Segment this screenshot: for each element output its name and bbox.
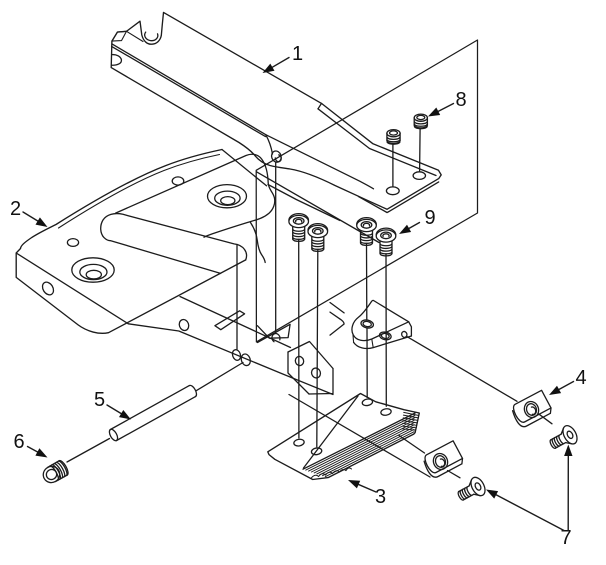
- svg-text:9: 9: [424, 207, 435, 229]
- svg-text:8: 8: [455, 89, 466, 111]
- svg-text:5: 5: [94, 389, 105, 411]
- svg-text:6: 6: [13, 431, 24, 453]
- svg-text:2: 2: [10, 198, 21, 220]
- svg-text:3: 3: [375, 486, 386, 508]
- svg-text:1: 1: [292, 43, 303, 65]
- svg-text:7: 7: [560, 527, 571, 549]
- svg-text:4: 4: [575, 367, 586, 389]
